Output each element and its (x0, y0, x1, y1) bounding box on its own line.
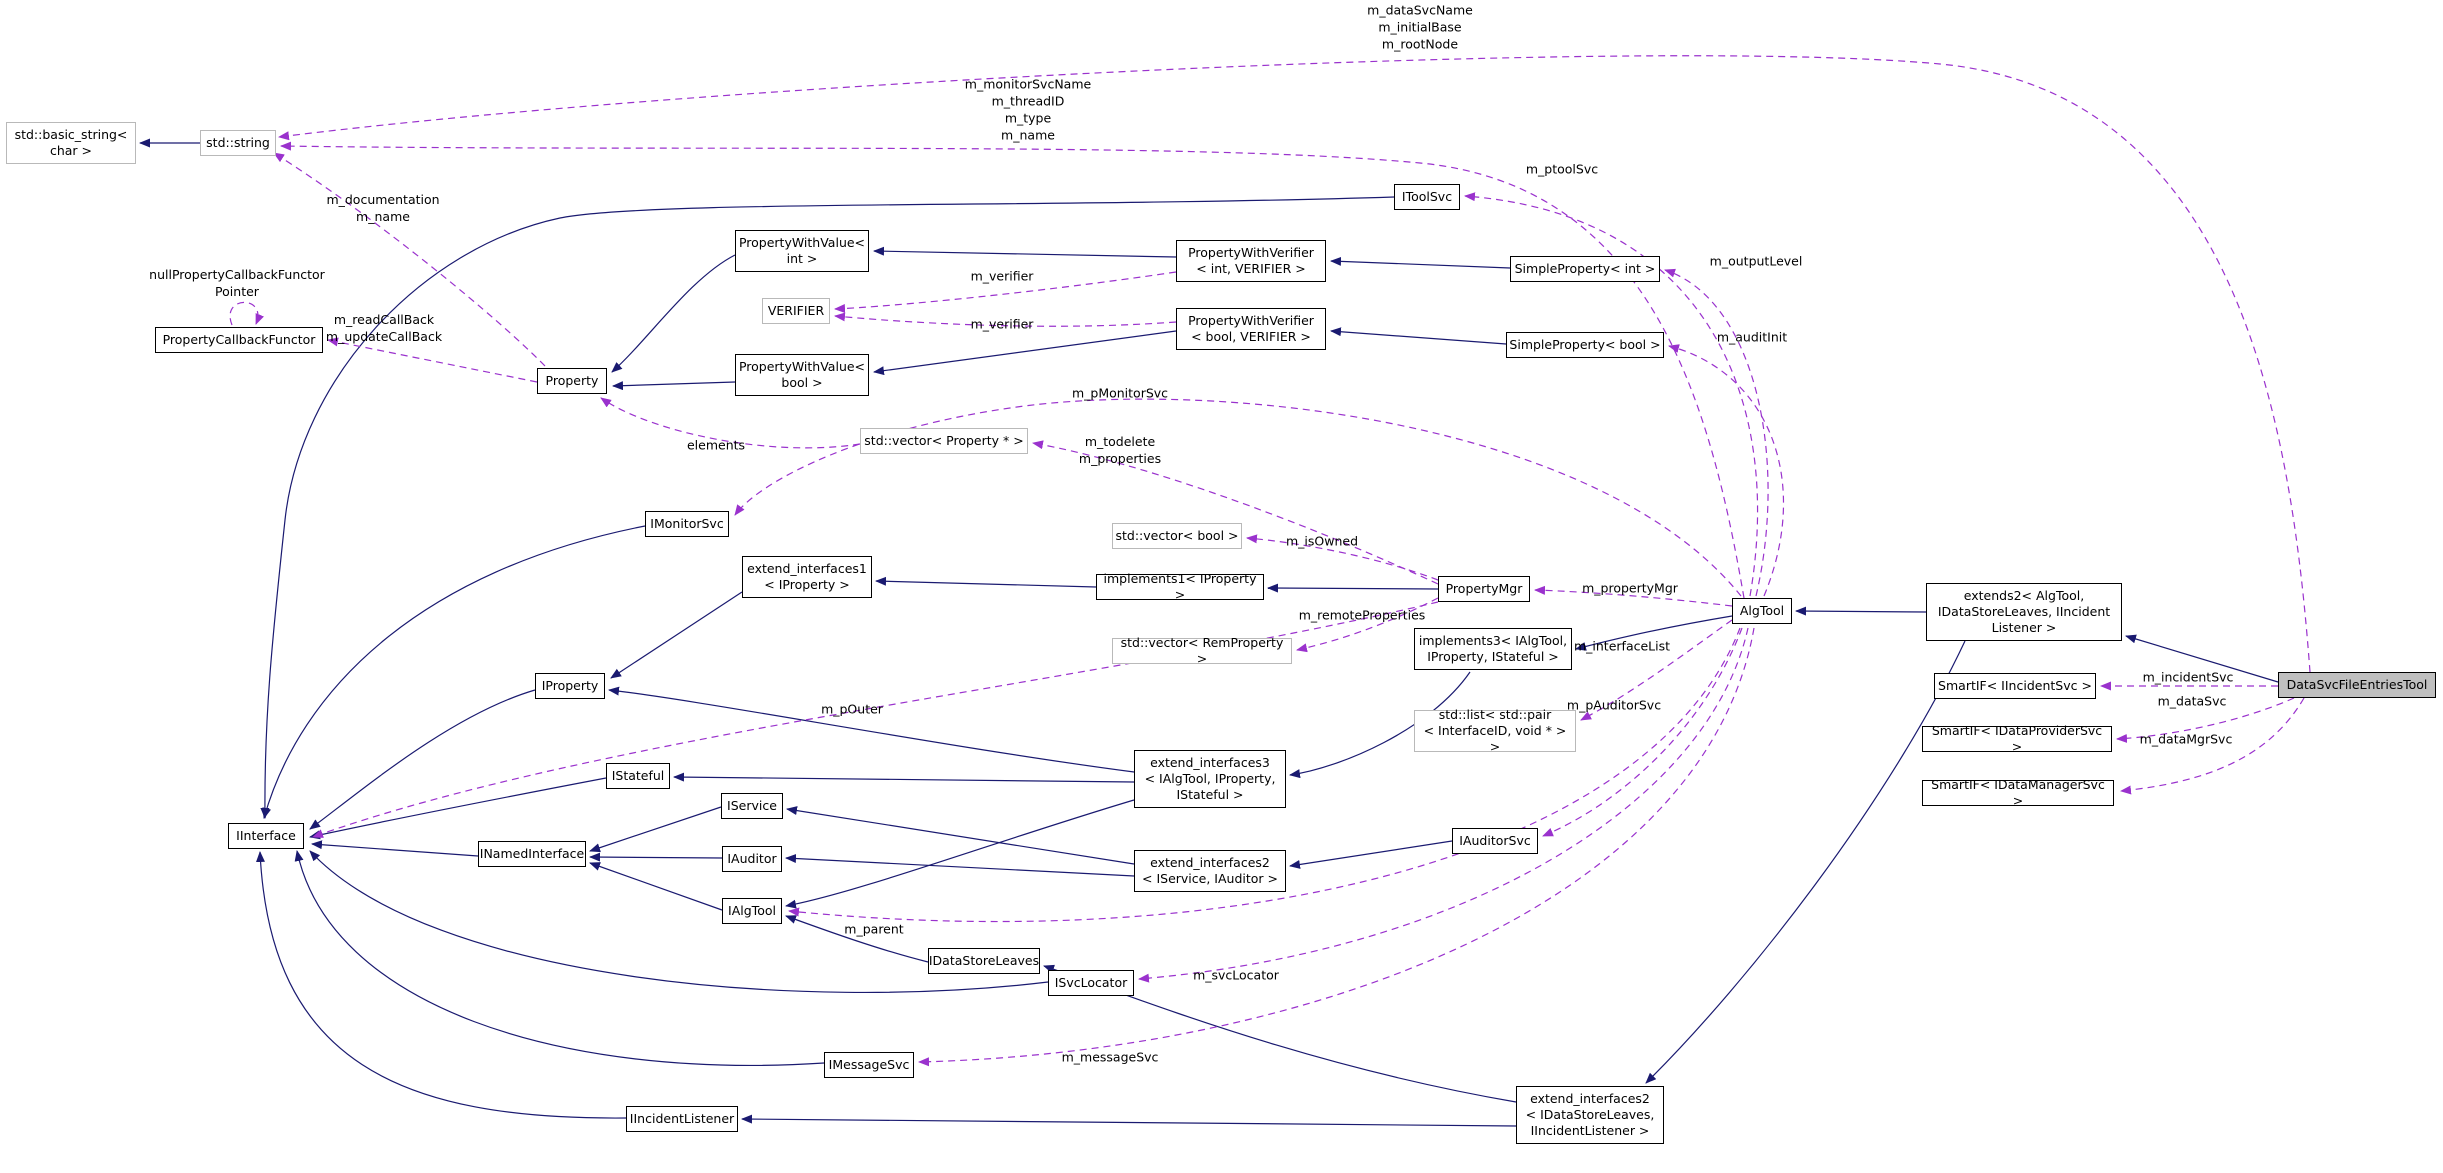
class-node-ialgtool[interactable]: IAlgTool (722, 898, 782, 924)
class-node-iauditorsvc[interactable]: IAuditorSvc (1452, 828, 1538, 854)
class-node-extend-interfaces2-dsl-iil[interactable]: extend_interfaces2 < IDataStoreLeaves, I… (1516, 1086, 1664, 1144)
class-node-smartif-iincidentsvc[interactable]: SmartIF< IIncidentSvc > (1934, 673, 2096, 699)
class-node-extend-interfaces1[interactable]: extend_interfaces1 < IProperty > (742, 556, 872, 598)
class-node-std-vector-bool[interactable]: std::vector< bool > (1112, 523, 1242, 549)
class-node-smartif-idatamanagersvc[interactable]: SmartIF< IDataManagerSvc > (1922, 777, 2114, 808)
class-node-iauditor[interactable]: IAuditor (722, 846, 782, 872)
inheritance-edges (139, 138, 2279, 1127)
class-node-isvclocator[interactable]: ISvcLocator (1048, 970, 1134, 996)
class-node-propertycallbackfunctor[interactable]: PropertyCallbackFunctor (155, 327, 323, 353)
class-node-std-list-pair[interactable]: std::list< std::pair < InterfaceID, void… (1414, 707, 1576, 754)
class-node-imessagesvc[interactable]: IMessageSvc (824, 1052, 914, 1078)
class-node-property[interactable]: Property (537, 368, 607, 394)
class-node-std-vector-remproperty[interactable]: std::vector< RemProperty > (1112, 635, 1292, 666)
class-node-extends2[interactable]: extends2< AlgTool, IDataStoreLeaves, IIn… (1926, 583, 2122, 641)
class-node-extend-interfaces3[interactable]: extend_interfaces3 < IAlgTool, IProperty… (1134, 750, 1286, 808)
class-node-simpleproperty-bool[interactable]: SimpleProperty< bool > (1506, 332, 1664, 358)
class-node-algtool[interactable]: AlgTool (1732, 598, 1792, 624)
class-node-std-vector-property[interactable]: std::vector< Property * > (860, 428, 1028, 454)
class-node-propertywithvalue-bool[interactable]: PropertyWithValue< bool > (735, 354, 869, 396)
class-node-std-basic-string[interactable]: std::basic_string< char > (6, 122, 136, 164)
class-node-propertywithvalue-int[interactable]: PropertyWithValue< int > (735, 230, 869, 272)
class-node-propertywithverifier-int[interactable]: PropertyWithVerifier < int, VERIFIER > (1176, 240, 1326, 282)
class-node-smartif-idataprovidersvc[interactable]: SmartIF< IDataProviderSvc > (1922, 723, 2112, 754)
class-node-datasvcfileentriestool: DataSvcFileEntriesTool (2278, 672, 2436, 698)
class-node-itoolsvc[interactable]: IToolSvc (1394, 184, 1460, 210)
class-node-implements1[interactable]: implements1< IProperty > (1096, 571, 1264, 602)
class-node-iincidentlistener[interactable]: IIncidentListener (626, 1106, 738, 1132)
class-node-idatastoreleaves[interactable]: IDataStoreLeaves (928, 948, 1040, 974)
class-node-simpleproperty-int[interactable]: SimpleProperty< int > (1510, 256, 1660, 282)
class-node-imonitorsvc[interactable]: IMonitorSvc (645, 511, 729, 537)
class-node-inamedinterface[interactable]: INamedInterface (478, 841, 586, 867)
class-node-iinterface[interactable]: IInterface (228, 823, 304, 849)
usage-edges (229, 55, 2311, 1067)
class-node-extend-interfaces2-service-auditor[interactable]: extend_interfaces2 < IService, IAuditor … (1134, 850, 1286, 892)
class-node-iservice[interactable]: IService (721, 793, 783, 819)
class-node-verifier[interactable]: VERIFIER (762, 298, 830, 324)
class-node-istateful[interactable]: IStateful (606, 763, 670, 789)
class-node-iproperty[interactable]: IProperty (535, 673, 605, 699)
class-node-implements3[interactable]: implements3< IAlgTool, IProperty, IState… (1414, 628, 1572, 670)
class-node-propertywithverifier-bool[interactable]: PropertyWithVerifier < bool, VERIFIER > (1176, 308, 1326, 350)
class-node-propertymgr[interactable]: PropertyMgr (1438, 576, 1530, 602)
class-node-std-string[interactable]: std::string (200, 130, 276, 156)
